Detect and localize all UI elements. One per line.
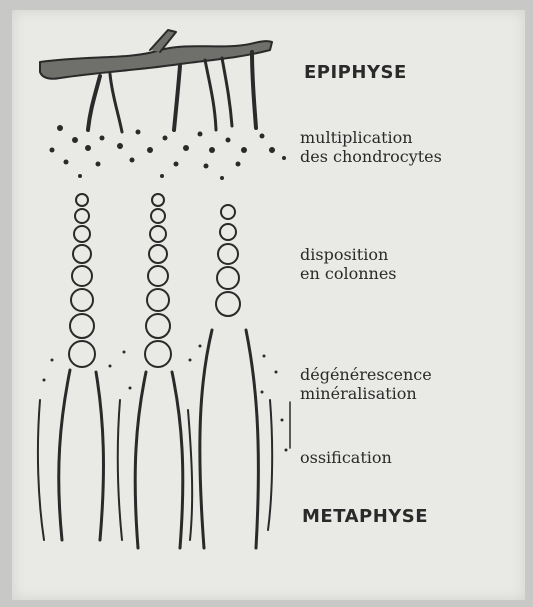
vessel: [205, 60, 216, 130]
label-degenerescence-line1: dégénérescence: [300, 365, 432, 384]
column-right: [216, 205, 240, 316]
label-colonnes: disposition en colonnes: [300, 245, 397, 283]
trabecula: [200, 330, 259, 548]
column-left: [69, 194, 95, 367]
label-degenerescence: dégénérescence minéralisation: [300, 365, 432, 403]
trabecula: [59, 370, 104, 540]
label-multiplication-line1: multiplication: [300, 128, 442, 147]
vessel: [174, 66, 180, 130]
column-middle: [145, 194, 171, 367]
label-colonnes-line1: disposition: [300, 245, 397, 264]
vessel: [88, 76, 100, 130]
label-metaphyse: METAPHYSE: [302, 506, 428, 527]
trabecula: [188, 410, 192, 540]
trabecula: [135, 372, 183, 548]
label-ossification: ossification: [300, 448, 392, 467]
label-colonnes-line2: en colonnes: [300, 264, 397, 283]
vessel: [252, 52, 256, 128]
vessel: [110, 74, 122, 132]
label-multiplication: multiplication des chondrocytes: [300, 128, 442, 166]
trabecula: [38, 400, 122, 540]
chondrocyte-dots: [50, 125, 287, 180]
vessel: [222, 58, 232, 126]
trabecula: [268, 400, 272, 530]
label-multiplication-line2: des chondrocytes: [300, 147, 442, 166]
label-degenerescence-line2: minéralisation: [300, 384, 432, 403]
label-epiphyse: EPIPHYSE: [304, 62, 407, 83]
